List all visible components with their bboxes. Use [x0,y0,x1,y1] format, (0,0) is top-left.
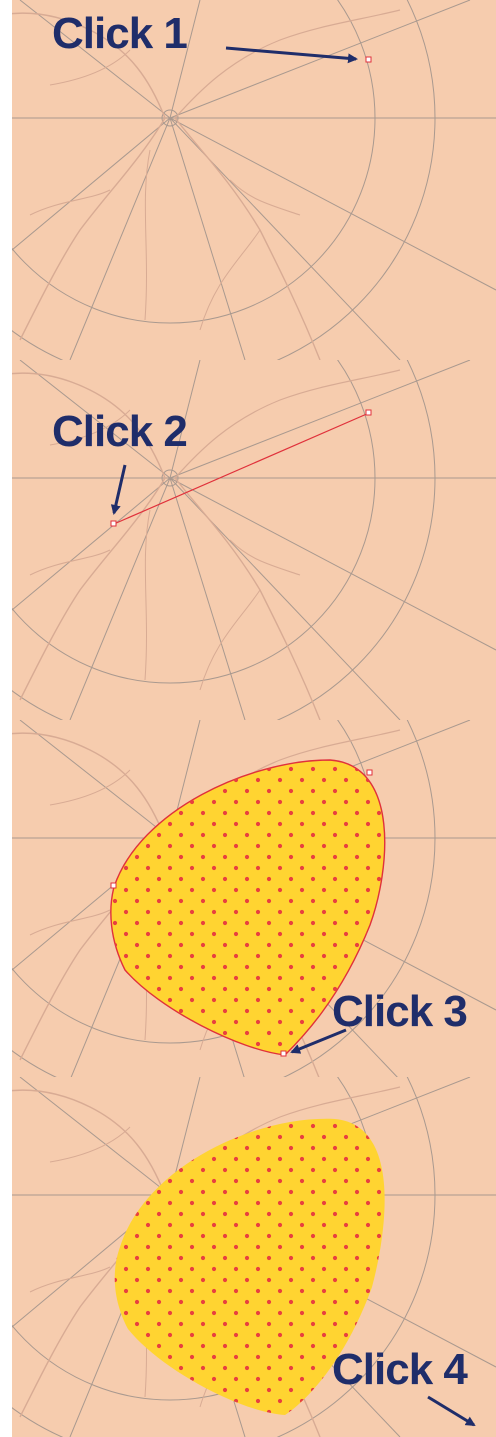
step-2-label: Click 2 [52,410,187,454]
anchor-point-2 [111,521,116,526]
anchor-point-2 [111,883,116,888]
anchor-point-3 [281,1051,286,1056]
anchor-point-1 [366,410,371,415]
step-4-label: Click 4 [332,1348,467,1392]
step-3-label: Click 3 [332,990,467,1034]
anchor-point-1 [366,57,371,62]
step-1-label: Click 1 [52,12,187,56]
anchor-point-1 [367,770,372,775]
